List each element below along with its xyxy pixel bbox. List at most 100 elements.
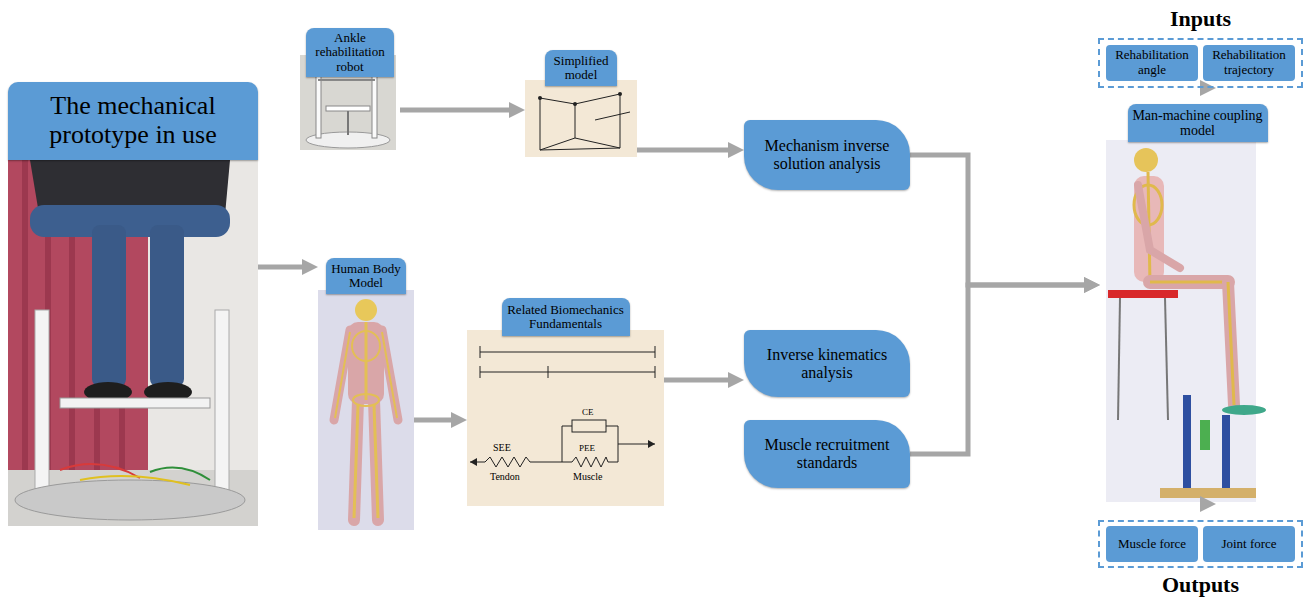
muscle-model-sketch: [467, 330, 664, 506]
muscle-model-sketch-part: [480, 352, 655, 353]
coupling-model-render: [1106, 140, 1266, 502]
muscle-model-sketch-part: [530, 462, 562, 463]
human-body-model-part: [334, 330, 350, 420]
muscle-model-sketch-part: [562, 462, 572, 463]
simplified-model-sketch-part: [595, 112, 630, 120]
flow-arrow: [910, 155, 1084, 285]
group-heading: Inputs: [1100, 6, 1301, 32]
coupling-model-render-part: [1118, 298, 1120, 420]
flow-arrow: [414, 418, 451, 423]
muscle-model-sketch-part: [480, 366, 481, 378]
simplified-model-sketch-part: [540, 138, 620, 150]
diagram-label: SEE: [493, 443, 511, 453]
robot-photo-part: [372, 72, 377, 138]
muscle-model-sketch-part: [562, 426, 563, 462]
human-body-model-part: [353, 394, 379, 406]
panel-heading: Human Body Model: [326, 258, 406, 294]
coupling-model-render-part: [1106, 140, 1256, 502]
human-body-model-part: [382, 332, 397, 418]
coupling-model-render-part: [1150, 281, 1228, 284]
dashed-group: OutputsMuscle forceJoint force: [1098, 520, 1303, 568]
coupling-model-render-part: [1108, 290, 1178, 298]
muscle-model-sketch-part: [548, 366, 549, 378]
diagram-label: CE: [582, 408, 594, 417]
parameter-box: Muscle force: [1106, 526, 1198, 562]
parameter-box: Rehabilitation trajectory: [1203, 45, 1295, 81]
human-body-model-part: [374, 400, 378, 520]
panel-heading: Simplified model: [545, 50, 617, 86]
robot-photo-part: [347, 111, 349, 135]
simplified-model-sketch-part: [525, 80, 637, 157]
panel-heading: Related Biomechanics Fundamentals: [502, 298, 630, 336]
image-panel: Ankle rehabilitation robot: [300, 28, 400, 150]
muscle-model-sketch-part: [655, 366, 656, 378]
flow-arrow: [637, 148, 728, 153]
prototype-photo-part: [92, 225, 126, 387]
flow-arrow: [258, 265, 302, 270]
panel-heading: The mechanical prototype in use: [8, 82, 258, 160]
muscle-model-sketch-part: [467, 330, 664, 506]
muscle-model-sketch-part: [608, 462, 618, 463]
flow-arrow: [910, 285, 1084, 454]
panel-heading: Man-machine coupling model: [1128, 104, 1268, 142]
prototype-photo-part: [215, 310, 229, 495]
prototype-photo-part: [150, 225, 184, 387]
human-body-model-part: [352, 331, 380, 361]
flow-arrow: [400, 108, 509, 113]
prototype-photo-part: [30, 205, 230, 237]
simplified-model-sketch-part: [573, 102, 577, 106]
parameter-box: Joint force: [1203, 526, 1295, 562]
image-panel: Simplified model: [525, 50, 637, 157]
robot-photo-part: [318, 79, 375, 81]
prototype-photo-part: [80, 476, 190, 485]
prototype-photo-part: [15, 480, 245, 520]
simplified-model-sketch-part: [540, 94, 620, 104]
muscle-model-sketch-part: [655, 346, 656, 358]
coupling-model-render-part: [1228, 282, 1234, 405]
prototype-photo-part: [60, 398, 210, 408]
process-label: Mechanism inverse solution analysis: [758, 137, 896, 173]
coupling-model-render-part: [1138, 185, 1180, 268]
coupling-model-render-part: [1222, 405, 1266, 415]
simplified-model-sketch-part: [540, 98, 541, 150]
diagram-label: Muscle: [573, 472, 602, 482]
human-body-model-part: [374, 405, 378, 518]
muscle-model-sketch-part: [572, 420, 606, 432]
simplified-model-sketch-part: [618, 92, 622, 96]
coupling-model-render-part: [1222, 415, 1230, 490]
simplified-model-sketch: [525, 80, 637, 157]
human-body-model-part: [355, 299, 377, 321]
parameter-label: Joint force: [1221, 537, 1276, 552]
human-body-model-part: [335, 332, 350, 418]
prototype-photo-part: [35, 310, 49, 495]
muscle-model-sketch-part: [648, 440, 655, 448]
dashed-group: InputsRehabilitation angleRehabilitation…: [1098, 38, 1303, 88]
muscle-model-sketch-part: [480, 372, 655, 373]
muscle-model-sketch-part: [485, 457, 530, 467]
simplified-model-sketch-part: [575, 104, 576, 138]
human-body-model: [318, 290, 414, 530]
muscle-model-sketch-part: [470, 458, 477, 466]
coupling-model-render-part: [1200, 420, 1210, 450]
human-body-model-part: [354, 405, 358, 518]
parameter-box: Rehabilitation angle: [1106, 45, 1198, 81]
robot-photo-part: [326, 106, 370, 111]
muscle-model-sketch-part: [480, 346, 481, 358]
human-body-model-part: [318, 290, 414, 530]
human-body-model-part: [382, 330, 398, 420]
process-label: Muscle recruitment standards: [758, 436, 896, 472]
image-panel: Man-machine coupling model: [1100, 104, 1295, 504]
coupling-model-render-part: [1150, 275, 1228, 289]
prototype-photo: [8, 150, 258, 526]
coupling-model-render-part: [1134, 148, 1158, 172]
coupling-model-render-part: [1183, 395, 1191, 490]
diagram-label: PEE: [579, 444, 595, 453]
group-heading: Outputs: [1100, 572, 1301, 598]
coupling-model-render-part: [1165, 298, 1168, 420]
simplified-model-sketch-part: [538, 96, 542, 100]
process-label: Inverse kinematics analysis: [758, 346, 896, 382]
coupling-model-render-part: [1228, 282, 1234, 405]
parameter-label: Rehabilitation angle: [1109, 48, 1195, 77]
muscle-model-sketch-part: [572, 457, 608, 467]
